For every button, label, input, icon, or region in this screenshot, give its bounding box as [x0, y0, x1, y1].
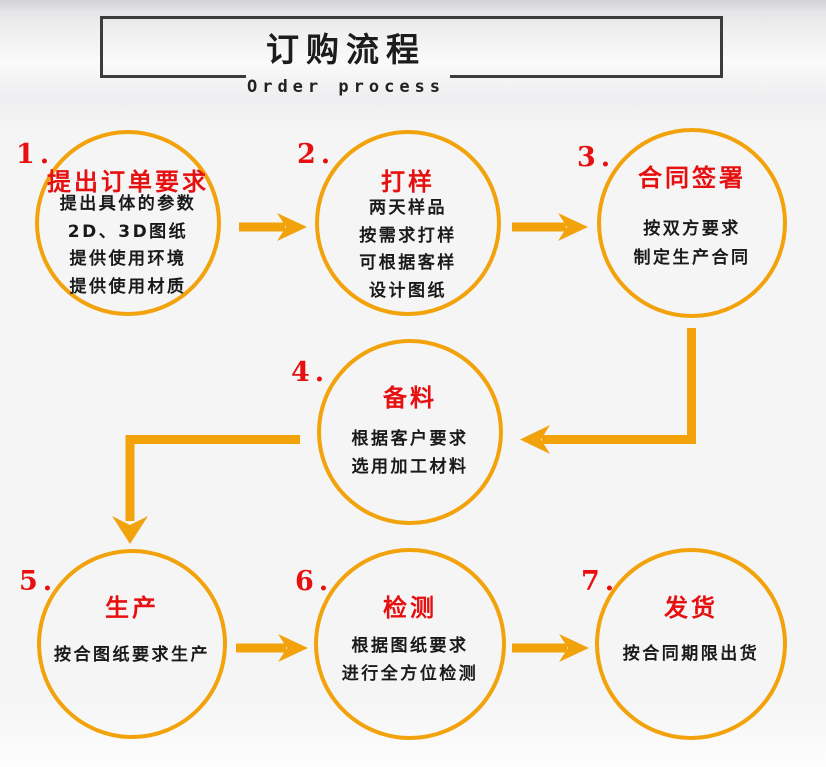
- step-2-line: 可根据客样: [359, 253, 457, 273]
- step-6-circle: 检测 根据图纸要求 进行全方位检测: [314, 548, 506, 740]
- title-box-bottom-border-right: [450, 75, 723, 78]
- step-7-number: 7.: [581, 566, 620, 597]
- step-4-circle: 备料 根据客户要求 选用加工材料: [317, 339, 503, 525]
- step-1-circle: 提出订单要求 提出具体的参数 2D、3D图纸 提供使用环境 提供使用材质: [35, 130, 221, 316]
- step-2-number: 2.: [297, 139, 336, 170]
- step-3-line: 按双方要求: [643, 219, 741, 239]
- step-2-details: 两天样品 按需求打样 可根据客样 设计图纸: [319, 195, 497, 305]
- step-2-line: 按需求打样: [359, 225, 457, 246]
- step-6-title: 检测: [383, 594, 437, 622]
- step-5-title: 生产: [105, 594, 159, 622]
- arrow-right-icon: [236, 634, 308, 662]
- title-box-bottom-border-left: [100, 75, 246, 78]
- step-1-line: 2D、3D图纸: [67, 221, 189, 242]
- step-4-line: 选用加工材料: [351, 457, 469, 477]
- step-3-details: 按双方要求 制定生产合同: [601, 215, 783, 273]
- step-3-circle: 合同签署 按双方要求 制定生产合同: [597, 128, 787, 318]
- step-7-line: 按合同期限出货: [622, 644, 760, 664]
- step-5-number: 5.: [19, 566, 58, 597]
- step-1-title: 提出订单要求: [47, 168, 209, 196]
- step-7-title: 发货: [664, 594, 718, 622]
- step-5-line: 按合图纸要求生产: [54, 645, 210, 665]
- step-2-line: 设计图纸: [369, 280, 447, 301]
- arrow-elbow-down-left-icon: [520, 328, 696, 454]
- arrow-right-icon: [239, 213, 307, 241]
- step-3-number: 3.: [577, 142, 616, 173]
- step-5-details: 按合图纸要求生产: [41, 641, 223, 669]
- step-5-circle: 生产 按合图纸要求生产: [37, 549, 227, 739]
- title-box-border: [100, 16, 723, 75]
- step-7-details: 按合同期限出货: [599, 640, 783, 668]
- step-6-line: 进行全方位检测: [341, 663, 479, 684]
- step-6-number: 6.: [295, 566, 334, 597]
- step-4-details: 根据客户要求 选用加工材料: [321, 425, 499, 481]
- step-3-title: 合同签署: [638, 164, 746, 192]
- step-6-details: 根据图纸要求 进行全方位检测: [318, 633, 502, 688]
- step-1-details: 提出具体的参数 2D、3D图纸 提供使用环境 提供使用材质: [39, 191, 217, 301]
- step-4-title: 备料: [383, 384, 437, 412]
- step-3-line: 制定生产合同: [633, 248, 751, 268]
- page-title: 订购流程: [266, 30, 426, 69]
- step-6-line: 根据图纸要求: [351, 636, 469, 656]
- step-1-line: 提供使用材质: [69, 276, 187, 297]
- step-4-number: 4.: [291, 357, 330, 388]
- step-2-circle: 打样 两天样品 按需求打样 可根据客样 设计图纸: [315, 130, 501, 316]
- step-2-line: 两天样品: [369, 198, 447, 218]
- arrow-right-icon: [512, 213, 588, 241]
- arrow-elbow-left-down-icon: [112, 435, 300, 544]
- step-2-title: 打样: [381, 168, 435, 196]
- step-1-line: 提出具体的参数: [59, 194, 197, 214]
- arrow-right-icon: [512, 634, 589, 662]
- page-subtitle: Order process: [246, 77, 446, 97]
- step-1-number: 1.: [16, 139, 55, 170]
- step-7-circle: 发货 按合同期限出货: [595, 548, 787, 740]
- step-1-line: 提供使用环境: [69, 249, 187, 269]
- step-4-line: 根据客户要求: [351, 429, 469, 449]
